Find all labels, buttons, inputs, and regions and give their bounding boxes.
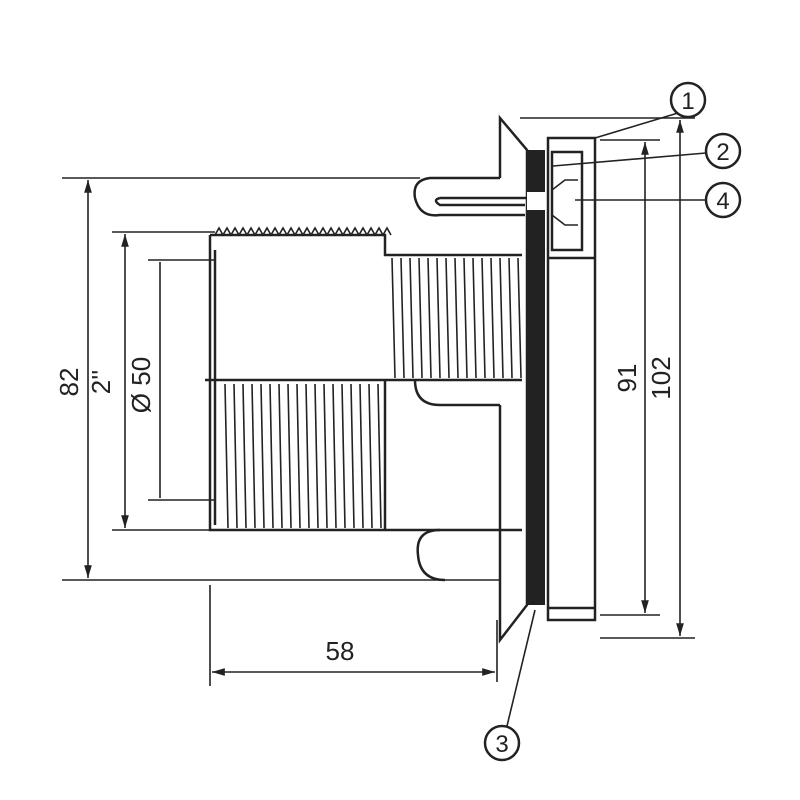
dim-2in-label: 2'' xyxy=(86,370,116,394)
svg-text:1: 1 xyxy=(681,88,694,115)
dimension-lines xyxy=(84,120,684,676)
dim-91-label: 91 xyxy=(612,364,642,393)
thread-line xyxy=(224,383,229,529)
callout-leaders xyxy=(506,112,707,727)
thread-line xyxy=(314,383,319,529)
gasket xyxy=(527,150,545,605)
callout-2: 2 xyxy=(704,132,742,170)
thread-line xyxy=(359,383,364,529)
thread-line xyxy=(242,383,247,529)
thread-line xyxy=(499,257,504,379)
thread-teeth xyxy=(214,226,392,237)
thread-line xyxy=(251,383,256,529)
thread-line xyxy=(233,383,238,529)
thread-line xyxy=(269,383,274,529)
callout-3: 3 xyxy=(483,724,521,762)
svg-text:3: 3 xyxy=(495,731,508,758)
clip-loops xyxy=(413,176,525,582)
dim-82-label: 82 xyxy=(54,368,84,397)
thread-line xyxy=(377,383,382,529)
thread-line xyxy=(287,383,292,529)
thread-line xyxy=(296,383,301,529)
thread-line xyxy=(436,257,441,379)
thread-line xyxy=(472,257,477,379)
thread-line xyxy=(278,383,283,529)
svg-text:2: 2 xyxy=(716,139,729,166)
thread-line xyxy=(332,383,337,529)
thread-line xyxy=(463,257,468,379)
pipe-body xyxy=(205,226,522,532)
thread-line xyxy=(481,257,486,379)
thread-line xyxy=(409,257,414,379)
thread-line xyxy=(454,257,459,379)
dim-50-label: Ø 50 xyxy=(126,357,156,413)
cover-plate xyxy=(440,136,597,622)
callout-1: 1 xyxy=(669,81,707,119)
thread-line xyxy=(323,383,328,529)
thread-line xyxy=(400,257,405,379)
extension-lines xyxy=(62,117,695,686)
thread-line xyxy=(508,257,513,379)
thread-line xyxy=(418,257,423,379)
thread-line xyxy=(341,383,346,529)
thread-line xyxy=(350,383,355,529)
dim-58-label: 58 xyxy=(326,636,355,666)
thread-line xyxy=(368,383,373,529)
thread-line xyxy=(391,257,396,379)
thread-line xyxy=(427,257,432,379)
flange xyxy=(498,114,545,644)
thread-line xyxy=(517,257,522,379)
dim-102-label: 102 xyxy=(646,356,676,399)
thread-line xyxy=(445,257,450,379)
thread-line xyxy=(490,257,495,379)
thread-line xyxy=(305,383,310,529)
callout-4: 4 xyxy=(704,181,742,219)
svg-text:4: 4 xyxy=(716,188,729,215)
thread-line xyxy=(260,383,265,529)
